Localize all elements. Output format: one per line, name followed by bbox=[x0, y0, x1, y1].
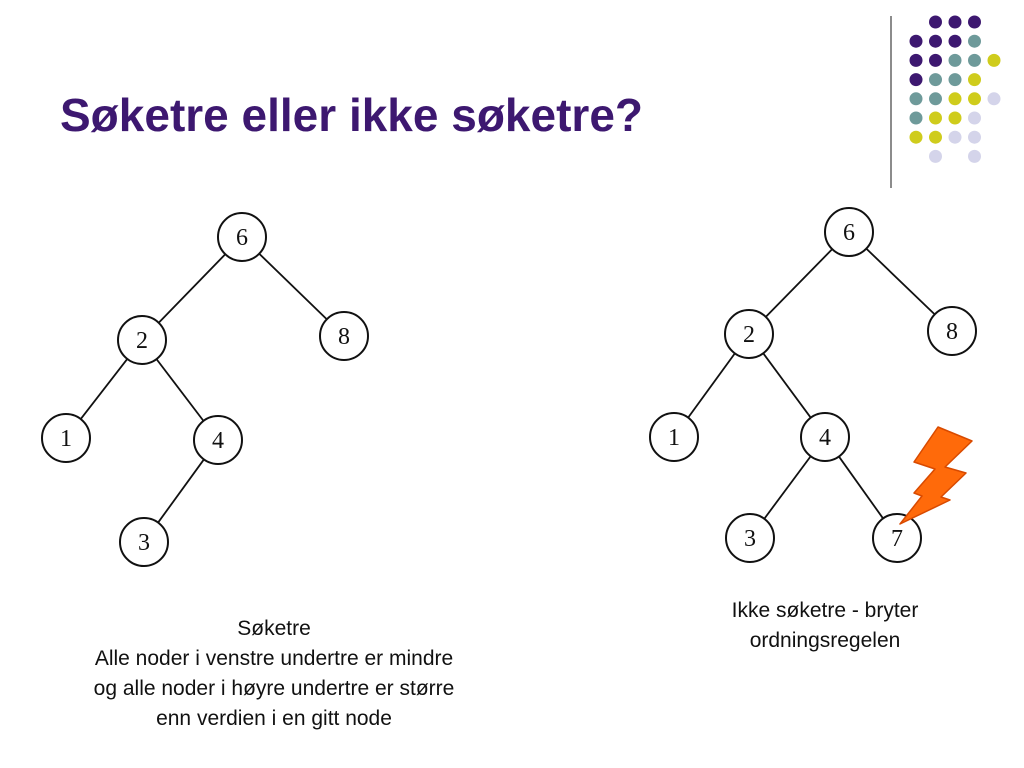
decor-dot bbox=[948, 92, 962, 106]
tree-node-label: 2 bbox=[136, 328, 148, 354]
tree-node-label: 2 bbox=[743, 322, 755, 348]
lightning-bolt-icon bbox=[899, 426, 973, 525]
tree-edge bbox=[155, 358, 205, 422]
tree-edge bbox=[79, 358, 129, 420]
decor-dot bbox=[948, 111, 962, 125]
tree-node bbox=[41, 413, 91, 463]
tree-node bbox=[800, 412, 850, 462]
tree-edge bbox=[687, 352, 736, 419]
decor-dot bbox=[909, 92, 923, 106]
tree-node-label: 8 bbox=[338, 324, 350, 350]
tree-node bbox=[119, 517, 169, 567]
tree-node-label: 8 bbox=[946, 319, 958, 345]
decor-dot bbox=[909, 111, 923, 125]
decor-dot bbox=[968, 111, 981, 125]
decor-dot bbox=[968, 73, 981, 87]
decor-divider-line bbox=[890, 16, 892, 188]
decor-dot bbox=[968, 130, 981, 144]
decor-dot bbox=[968, 15, 981, 29]
decor-dot bbox=[929, 15, 942, 29]
tree-edge bbox=[157, 458, 205, 524]
decor-dot bbox=[929, 53, 942, 67]
decor-dot bbox=[968, 92, 981, 106]
caption-binary-search-tree: Søketre Alle noder i venstre undertre er… bbox=[40, 614, 508, 734]
tree-edge bbox=[762, 352, 812, 419]
decor-dot bbox=[987, 53, 1001, 67]
caption-line: Søketre bbox=[237, 617, 311, 640]
tree-node bbox=[117, 315, 167, 365]
tree-node bbox=[217, 212, 267, 262]
caption-line: enn verdien i en gitt node bbox=[156, 707, 392, 730]
decor-dot bbox=[968, 149, 981, 163]
tree-edge bbox=[838, 456, 884, 519]
decor-dot bbox=[968, 34, 981, 48]
tree-node bbox=[824, 207, 874, 257]
decor-dot bbox=[929, 111, 942, 125]
caption-not-search-tree: Ikke søketre - bryter ordningsregelen bbox=[690, 596, 960, 656]
tree-node-label: 6 bbox=[236, 225, 248, 251]
tree-node-label: 4 bbox=[819, 425, 831, 451]
decor-dot bbox=[929, 34, 942, 48]
decor-dot bbox=[948, 73, 962, 87]
tree-node bbox=[724, 309, 774, 359]
tree-edge bbox=[258, 253, 328, 320]
decor-dot bbox=[909, 73, 923, 87]
tree-edge bbox=[765, 248, 833, 318]
caption-line: Ikke søketre - bryter bbox=[731, 599, 919, 622]
decor-dot bbox=[929, 149, 942, 163]
tree-node-label: 1 bbox=[668, 425, 680, 451]
tree-node-label: 3 bbox=[744, 526, 756, 552]
caption-line: ordningsregelen bbox=[749, 629, 901, 652]
decor-dot bbox=[909, 130, 923, 144]
tree-node bbox=[193, 415, 243, 465]
tree-node-label: 3 bbox=[138, 530, 150, 556]
decor-dot bbox=[948, 130, 962, 144]
tree-node-label: 7 bbox=[891, 526, 903, 552]
decor-dot-grid bbox=[909, 15, 1001, 163]
decor-dot bbox=[909, 53, 923, 67]
tree-node bbox=[649, 412, 699, 462]
tree-node-label: 1 bbox=[60, 426, 72, 452]
decor-dot bbox=[929, 73, 942, 87]
tree-node bbox=[872, 513, 922, 563]
tree-node-label: 4 bbox=[212, 428, 224, 454]
tree-edge bbox=[763, 455, 812, 520]
decor-dot bbox=[987, 92, 1001, 106]
tree-edge bbox=[865, 247, 936, 316]
caption-line: Alle noder i venstre undertre er mindre bbox=[94, 647, 454, 670]
tree-edge bbox=[158, 253, 226, 324]
slide-title: Søketre eller ikke søketre? bbox=[60, 89, 643, 141]
decor-dot bbox=[929, 130, 942, 144]
decor-dot bbox=[948, 53, 962, 67]
decor-dot bbox=[929, 92, 942, 106]
decor-dot bbox=[968, 53, 981, 67]
decor-dot bbox=[948, 34, 962, 48]
decor-dot bbox=[948, 15, 962, 29]
tree-node bbox=[319, 311, 369, 361]
decor-dot bbox=[909, 34, 923, 48]
tree-node bbox=[927, 306, 977, 356]
tree-node-label: 6 bbox=[843, 220, 855, 246]
caption-line: og alle noder i høyre undertre er større bbox=[93, 677, 455, 700]
tree-node bbox=[725, 513, 775, 563]
